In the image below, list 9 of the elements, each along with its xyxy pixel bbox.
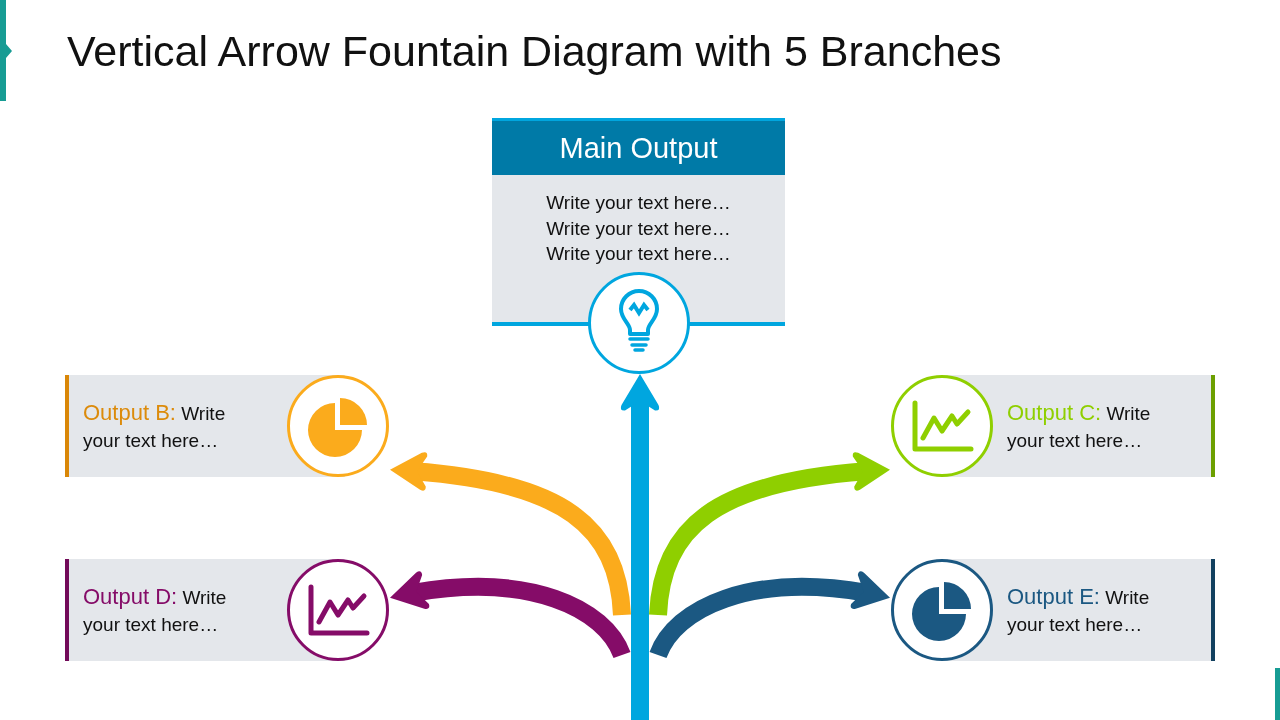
output-text: Output B: Write your text here…: [83, 399, 227, 453]
output-text: Output E: Write your text here…: [1007, 583, 1151, 637]
body-text: Write your text here…: [545, 242, 732, 265]
output-text: Output C: Write your text here…: [1007, 399, 1152, 453]
body-text: Write your text here…: [545, 216, 732, 240]
diagram-title: Vertical Arrow Fountain Diagram with 5 Branches: [67, 26, 1002, 77]
card-header: Main Output: [492, 118, 785, 175]
output-text: Output D: Write your text here…: [83, 583, 228, 637]
body-text: Write your text here…: [545, 191, 732, 214]
